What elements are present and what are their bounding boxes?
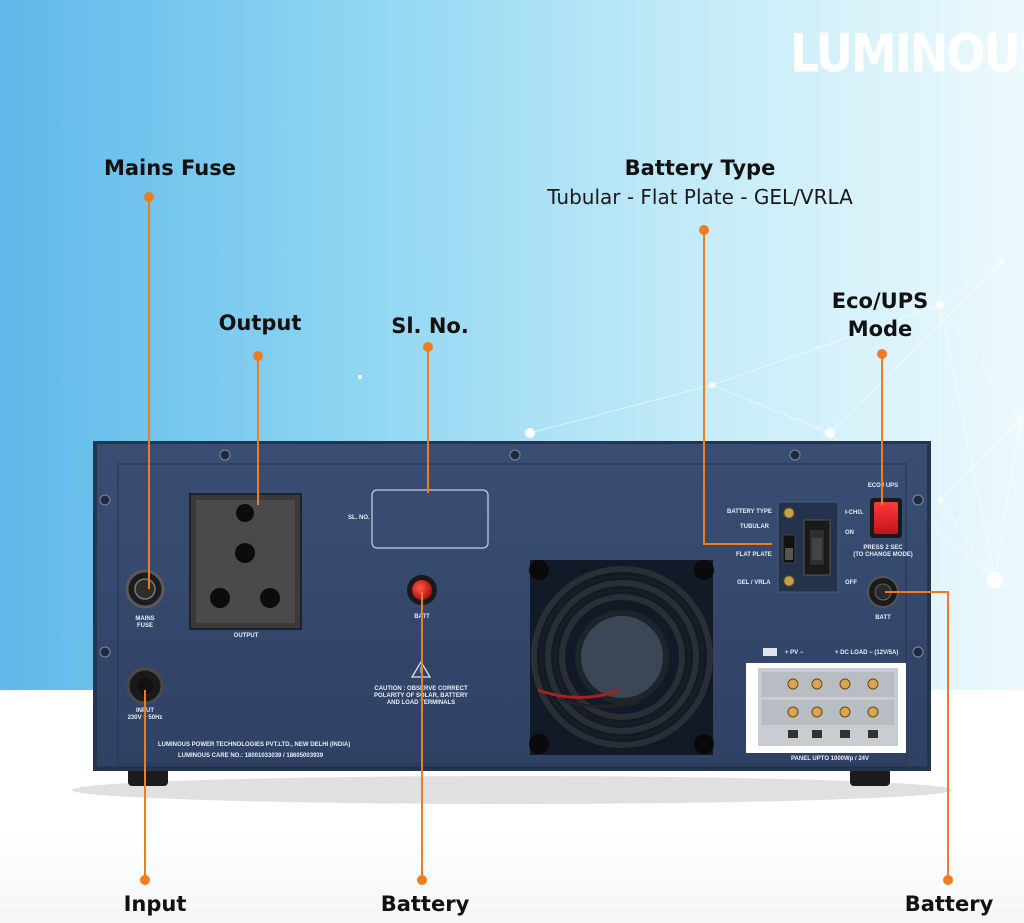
output-print: OUTPUT: [233, 633, 259, 639]
foot-right: [850, 768, 890, 786]
i-chg-print: I-CHG.: [845, 510, 864, 516]
caution-print: CAUTION : OBSERVE CORRECT POLARITY OF SO…: [374, 686, 468, 706]
off-print: OFF: [845, 580, 857, 586]
battery-type-label: Battery Type: [624, 156, 776, 180]
serial-number-box: [371, 489, 489, 549]
eco-ups-label-line1: Eco/UPS: [831, 289, 929, 313]
press-note-print: PRESS 2 SEC (TO CHANGE MODE): [853, 545, 913, 558]
mains-fuse-print: MAINS FUSE: [135, 616, 155, 629]
pv-print: + PV −: [785, 650, 804, 656]
sl-no-label: Sl. No.: [391, 314, 469, 338]
panel-upto-print: PANEL UPTO 1000Wp / 24V: [790, 756, 870, 762]
cooling-fan: [529, 560, 714, 755]
on-print: ON: [845, 530, 854, 536]
input-label: Input: [123, 892, 187, 916]
input-print: INPUT 230V ~ 50Hz: [127, 708, 163, 721]
care-number-print: LUMINOUS CARE NO.: 18001033039 / 1860500…: [178, 753, 324, 759]
eco-ups-print: ECO / UPS: [867, 483, 899, 489]
pv-symbol: [763, 648, 777, 656]
battery-terminal-print-left: BATT: [414, 614, 430, 620]
luminous-logo: LUMINOUS: [790, 22, 1024, 85]
output-label: Output: [218, 311, 302, 335]
dc-load-print: + DC LOAD − (12V/5A): [835, 650, 899, 656]
gel-vrla-print: GEL / VRLA: [737, 580, 771, 586]
battery-type-options: Tubular - Flat Plate - GEL/VRLA: [547, 185, 853, 209]
flat-plate-print: FLAT PLATE: [736, 552, 772, 558]
battery-type-print: BATTERY TYPE: [727, 509, 772, 515]
manufacturer-print: LUMINOUS POWER TECHNOLOGIES PVT.LTD., NE…: [158, 742, 351, 748]
battery-terminal-print-right: BATT: [875, 615, 891, 621]
sl-no-print: SL. NO.: [348, 515, 370, 521]
mains-fuse-label: Mains Fuse: [103, 156, 237, 180]
eco-ups-label-line2: Mode: [847, 317, 913, 341]
foot-left: [128, 768, 168, 786]
battery-label-right: Battery: [904, 892, 994, 916]
battery-label-left: Battery: [380, 892, 470, 916]
tubular-print: TUBULAR: [740, 524, 769, 530]
